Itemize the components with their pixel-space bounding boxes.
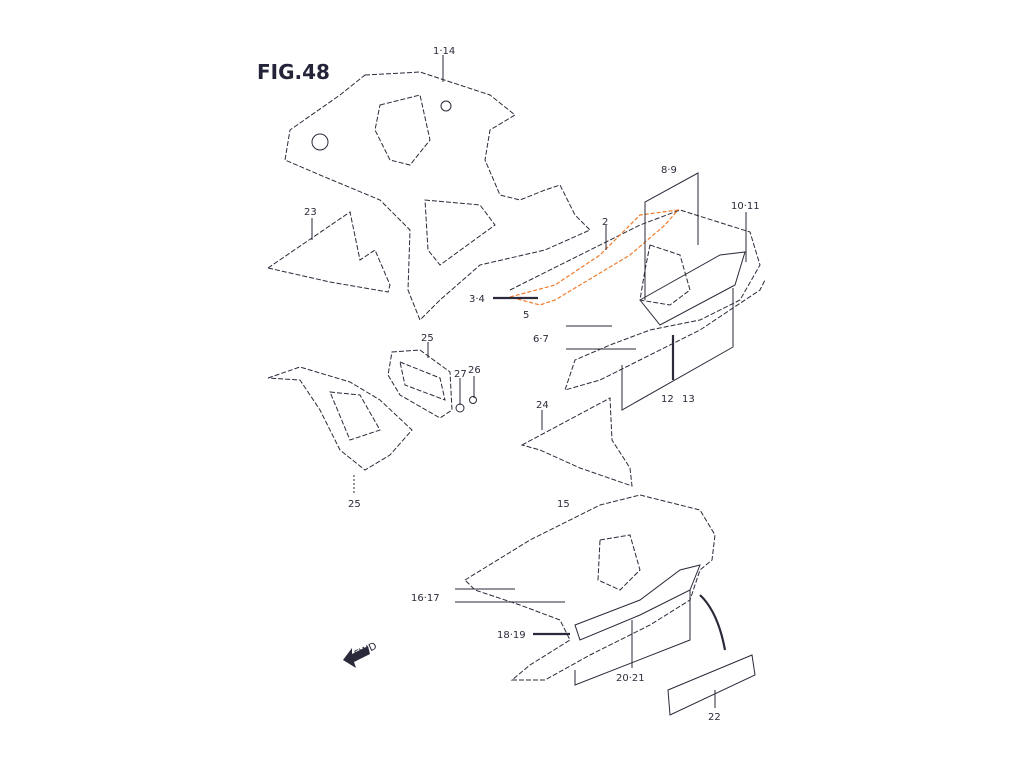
label-1-14: 1·14 <box>433 46 455 57</box>
part-upper-fairing[interactable] <box>284 71 591 321</box>
label-15: 15 <box>557 499 570 510</box>
figure-title: FIG.48 <box>257 60 330 84</box>
fwd-arrow-icon <box>343 646 370 668</box>
part-inner-left[interactable] <box>267 366 413 471</box>
label-25: 25 <box>421 333 434 344</box>
part-decal-22[interactable] <box>667 594 756 716</box>
part-24[interactable] <box>520 397 633 487</box>
part-26[interactable] <box>469 396 477 404</box>
label-27: 27 <box>454 369 467 380</box>
part-side-cowl[interactable] <box>507 209 766 391</box>
label-8-9: 8·9 <box>661 165 677 176</box>
part-duct-25[interactable] <box>387 349 453 419</box>
label-3-4: 3·4 <box>469 294 485 305</box>
label-20-21: 20·21 <box>616 673 645 684</box>
label-2: 2 <box>602 217 608 228</box>
label-23: 23 <box>304 207 317 218</box>
label-18-19: 18·19 <box>497 630 526 641</box>
label-24: 24 <box>536 400 549 411</box>
label-25-lower: 25 <box>348 499 361 510</box>
label-6-7: 6·7 <box>533 334 549 345</box>
label-26: 26 <box>468 365 481 376</box>
label-16-17: 16·17 <box>411 593 440 604</box>
fwd-label: FWD <box>353 641 379 661</box>
label-5: 5 <box>523 310 529 321</box>
leader-lines <box>311 55 747 708</box>
label-22: 22 <box>708 712 721 723</box>
part-lower-cowl-15[interactable] <box>464 494 716 681</box>
label-12: 12 <box>661 394 674 405</box>
part-27[interactable] <box>455 403 465 413</box>
label-13: 13 <box>682 394 695 405</box>
label-10-11: 10·11 <box>731 201 760 212</box>
part-inner-panel-23[interactable] <box>266 211 391 293</box>
